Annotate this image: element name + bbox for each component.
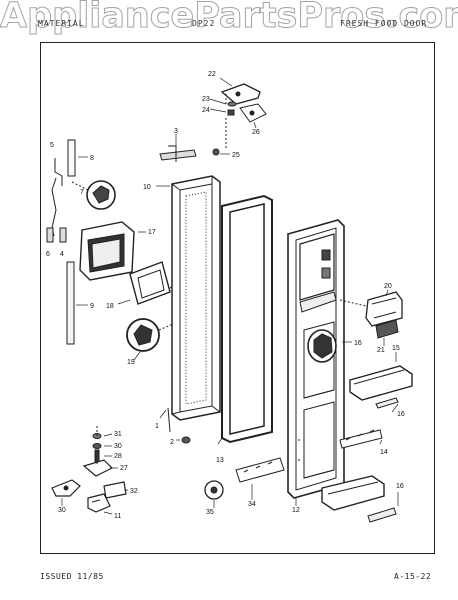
callout-3: 3 [174, 128, 178, 135]
callout-13: 13 [216, 457, 224, 464]
part-17-dispenser [307, 329, 337, 363]
part-2-screw [181, 436, 191, 444]
part-3-clip [159, 145, 197, 162]
callout-7: 7 [80, 189, 84, 196]
callout-32: 32 [130, 488, 138, 495]
part-34-trim [235, 457, 285, 483]
part-14-shelf [321, 475, 385, 511]
part-11-hinge-block [87, 493, 111, 513]
callout-1: 1 [155, 423, 159, 430]
part-27-hinge-plate [239, 103, 267, 123]
part-9-strip [66, 261, 75, 345]
callout-18: 17 [148, 229, 156, 236]
part-1-rod [167, 407, 171, 433]
part-23-hinge [220, 83, 261, 105]
part-29-pin [94, 449, 100, 463]
callout-19: 18 [106, 303, 114, 310]
callout-25: 24 [202, 107, 210, 114]
part-32-bracket [103, 481, 127, 499]
callout-8: 8 [90, 155, 94, 162]
callout-35: 35 [206, 509, 214, 516]
callout-31: 31 [114, 431, 122, 438]
part-7-detail [71, 180, 116, 210]
callout-16-lower: 16 [396, 483, 404, 490]
part-8-strip [67, 139, 76, 177]
part-10-door-liner [171, 175, 221, 421]
part-16-trim-lower [367, 507, 397, 523]
callout-27: 26 [252, 129, 260, 136]
part-15-shelf [349, 365, 413, 401]
part-22-flap [375, 319, 399, 339]
part-16-trim-upper [375, 397, 399, 409]
callout-15: 15 [392, 345, 400, 352]
callout-21: 20 [384, 283, 392, 290]
part-26-washer [212, 148, 220, 156]
callout-12: 12 [292, 507, 300, 514]
part-30-spacer [92, 443, 102, 449]
part-5-bracket [51, 158, 63, 237]
callout-9: 9 [90, 303, 94, 310]
callout-24: 23 [202, 96, 210, 103]
callout-30-upper: 30 [114, 443, 122, 450]
callout-16-upper: 16 [397, 411, 405, 418]
callout-6: 6 [46, 251, 50, 258]
trim-strip-mid [339, 429, 383, 449]
part-35-hinge-cam [204, 480, 224, 500]
part-18-housing [79, 221, 135, 281]
part-4-clip [59, 227, 67, 243]
callout-29: 28 [114, 453, 122, 460]
callout-20: 19 [127, 359, 135, 366]
header-model-label: MATERIAL [38, 19, 85, 28]
callout-labels: 5 8 7 6 4 9 10 17 18 19 3 22 23 24 26 25… [46, 71, 405, 520]
diagram-frame [40, 42, 435, 554]
callout-5: 5 [50, 142, 54, 149]
callout-22: 21 [377, 347, 385, 354]
callout-17: 16 [354, 340, 362, 347]
callout-2: 2 [170, 439, 174, 446]
callout-34: 34 [248, 501, 256, 508]
callout-4: 4 [60, 251, 64, 258]
callout-30-lower: 30 [58, 507, 66, 514]
callout-10: 10 [143, 184, 151, 191]
watermark: AppliancePartsPros.com [0, 0, 458, 37]
callout-28: 27 [120, 465, 128, 472]
part-13-gasket [221, 194, 273, 444]
callout-11: 11 [114, 513, 121, 520]
page-reference: A-15-22 [394, 572, 432, 581]
header-model-number: DP22 [192, 19, 216, 28]
part-21-chute [365, 291, 403, 327]
part-24-bushing [227, 101, 237, 107]
issued-date: ISSUED 11/85 [40, 572, 104, 581]
callout-23: 22 [208, 71, 216, 78]
part-25-screw [227, 109, 235, 116]
header-section-title: FRESH FOOD DOOR [340, 19, 428, 28]
part-19-panel [129, 261, 185, 305]
part-6-clip [46, 227, 54, 243]
callout-26: 25 [232, 152, 240, 159]
callout-14: 14 [380, 449, 388, 456]
part-28-hinge [82, 459, 114, 477]
part-30-hinge-base [51, 479, 81, 497]
